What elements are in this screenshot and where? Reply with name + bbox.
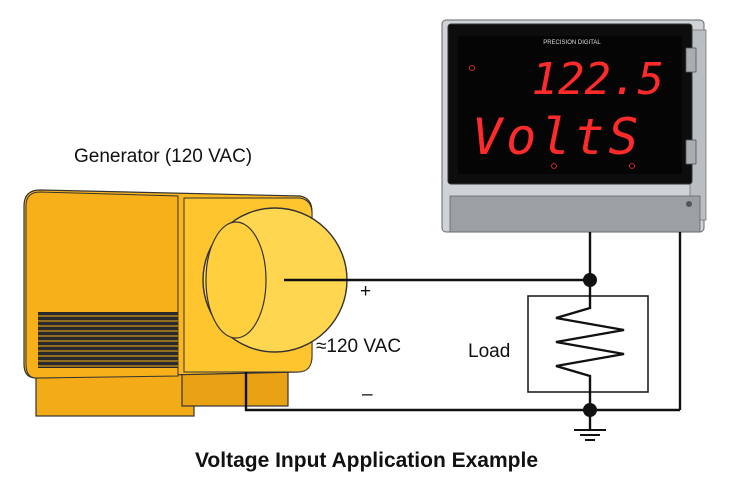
junction-node-bottom [583, 403, 597, 417]
negative-terminal-label: – [362, 384, 373, 405]
generator-label: Generator (120 VAC) [74, 146, 253, 167]
load-resistor [527, 295, 649, 393]
meter-brand-text: PRECISION DIGITAL [543, 40, 601, 46]
diagram-caption: Voltage Input Application Example [194, 449, 539, 472]
junction-node-top [583, 273, 597, 287]
meter-top-readout: 122.5 [532, 54, 664, 105]
positive-terminal-label: + [360, 281, 372, 302]
ground-icon [574, 429, 606, 441]
meter-bottom-readout: VoltS [472, 108, 643, 166]
panel-meter: PRECISION DIGITAL 122.5 VoltS [441, 19, 707, 233]
output-voltage-label: ≈120 VAC [316, 336, 402, 357]
generator-illustration [23, 189, 348, 417]
vent-grille [38, 315, 178, 367]
load-label: Load [468, 341, 511, 362]
